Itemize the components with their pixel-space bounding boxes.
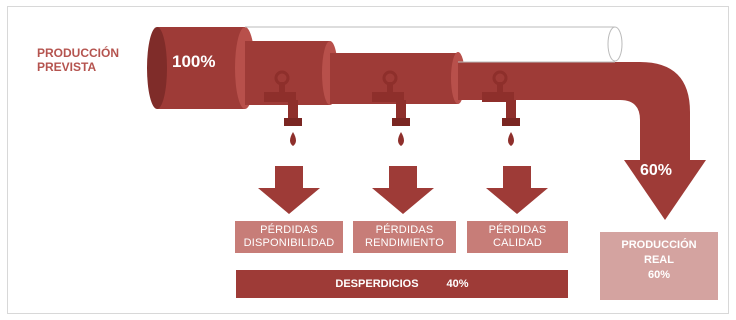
loss-label-quality: PÉRDIDAS CALIDAD <box>467 221 568 253</box>
input-percent: 100% <box>172 52 216 71</box>
waste-label: DESPERDICIOS <box>335 278 419 290</box>
loss-label-line2: RENDIMIENTO <box>364 237 444 249</box>
loss-label-line1: PÉRDIDAS <box>260 224 318 236</box>
output-percent: 60% <box>640 162 673 179</box>
loss-label-availability: PÉRDIDAS DISPONIBILIDAD <box>235 221 343 253</box>
loss-arrow-3 <box>486 166 548 214</box>
waste-bar-text: DESPERDICIOS 40% <box>236 270 568 298</box>
loss-label-line2: CALIDAD <box>492 237 543 249</box>
input-label: PRODUCCIÓN PREVISTA <box>37 46 119 74</box>
output-arrow <box>624 160 706 220</box>
output-label: PRODUCCIÓN REAL 60% <box>600 238 718 283</box>
output-label-line3: 60% <box>647 269 671 281</box>
output-label-line1: PRODUCCIÓN <box>621 239 697 251</box>
loss-label-performance: PÉRDIDAS RENDIMIENTO <box>353 221 456 253</box>
output-box <box>600 232 718 300</box>
input-label-line1: PRODUCCIÓN <box>37 46 120 60</box>
output-label-line2: REAL <box>644 254 674 266</box>
loss-label-line2: DISPONIBILIDAD <box>243 237 335 249</box>
pipe-elbow <box>458 62 690 168</box>
pipe-segment-3 <box>330 52 465 104</box>
input-label-line2: PREVISTA <box>37 60 97 74</box>
diagram-frame <box>7 6 729 314</box>
empty-pipe-outline <box>245 26 623 63</box>
faucet-icon <box>264 70 302 146</box>
waste-percent: 40% <box>446 278 469 290</box>
faucet-icon <box>482 70 520 146</box>
loss-label-line1: PÉRDIDAS <box>375 224 434 236</box>
loss-arrow-2 <box>372 166 434 214</box>
faucet-icon <box>372 70 410 146</box>
loss-label-line1: PÉRDIDAS <box>488 224 547 236</box>
waste-bar <box>236 270 568 298</box>
loss-arrow-1 <box>258 166 320 214</box>
